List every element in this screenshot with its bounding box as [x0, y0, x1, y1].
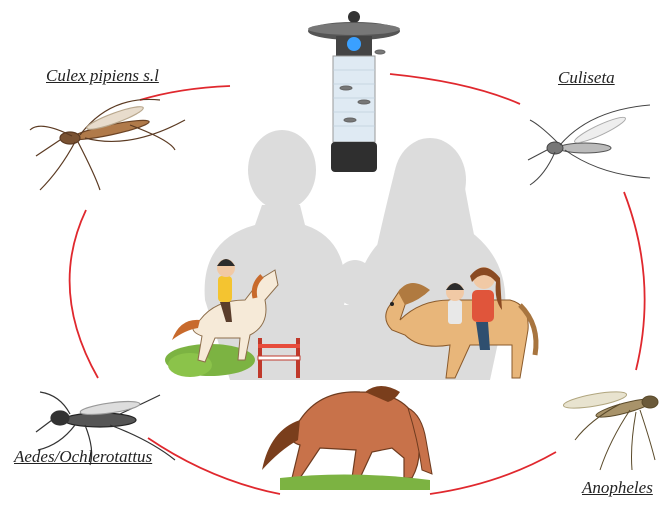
culex-mosquito-icon	[30, 99, 185, 190]
culex-label: Culex pipiens s.l	[46, 66, 159, 86]
anopheles-mosquito-icon	[562, 389, 658, 470]
anopheles-label: Anopheles	[582, 478, 653, 498]
grazing-horse-icon	[262, 386, 432, 490]
culiseta-mosquito-icon	[528, 105, 650, 185]
aedes-label: Aedes/Ochlerotattus	[14, 447, 152, 467]
mosquito-trap-icon	[308, 11, 400, 172]
culiseta-label: Culiseta	[558, 68, 615, 88]
